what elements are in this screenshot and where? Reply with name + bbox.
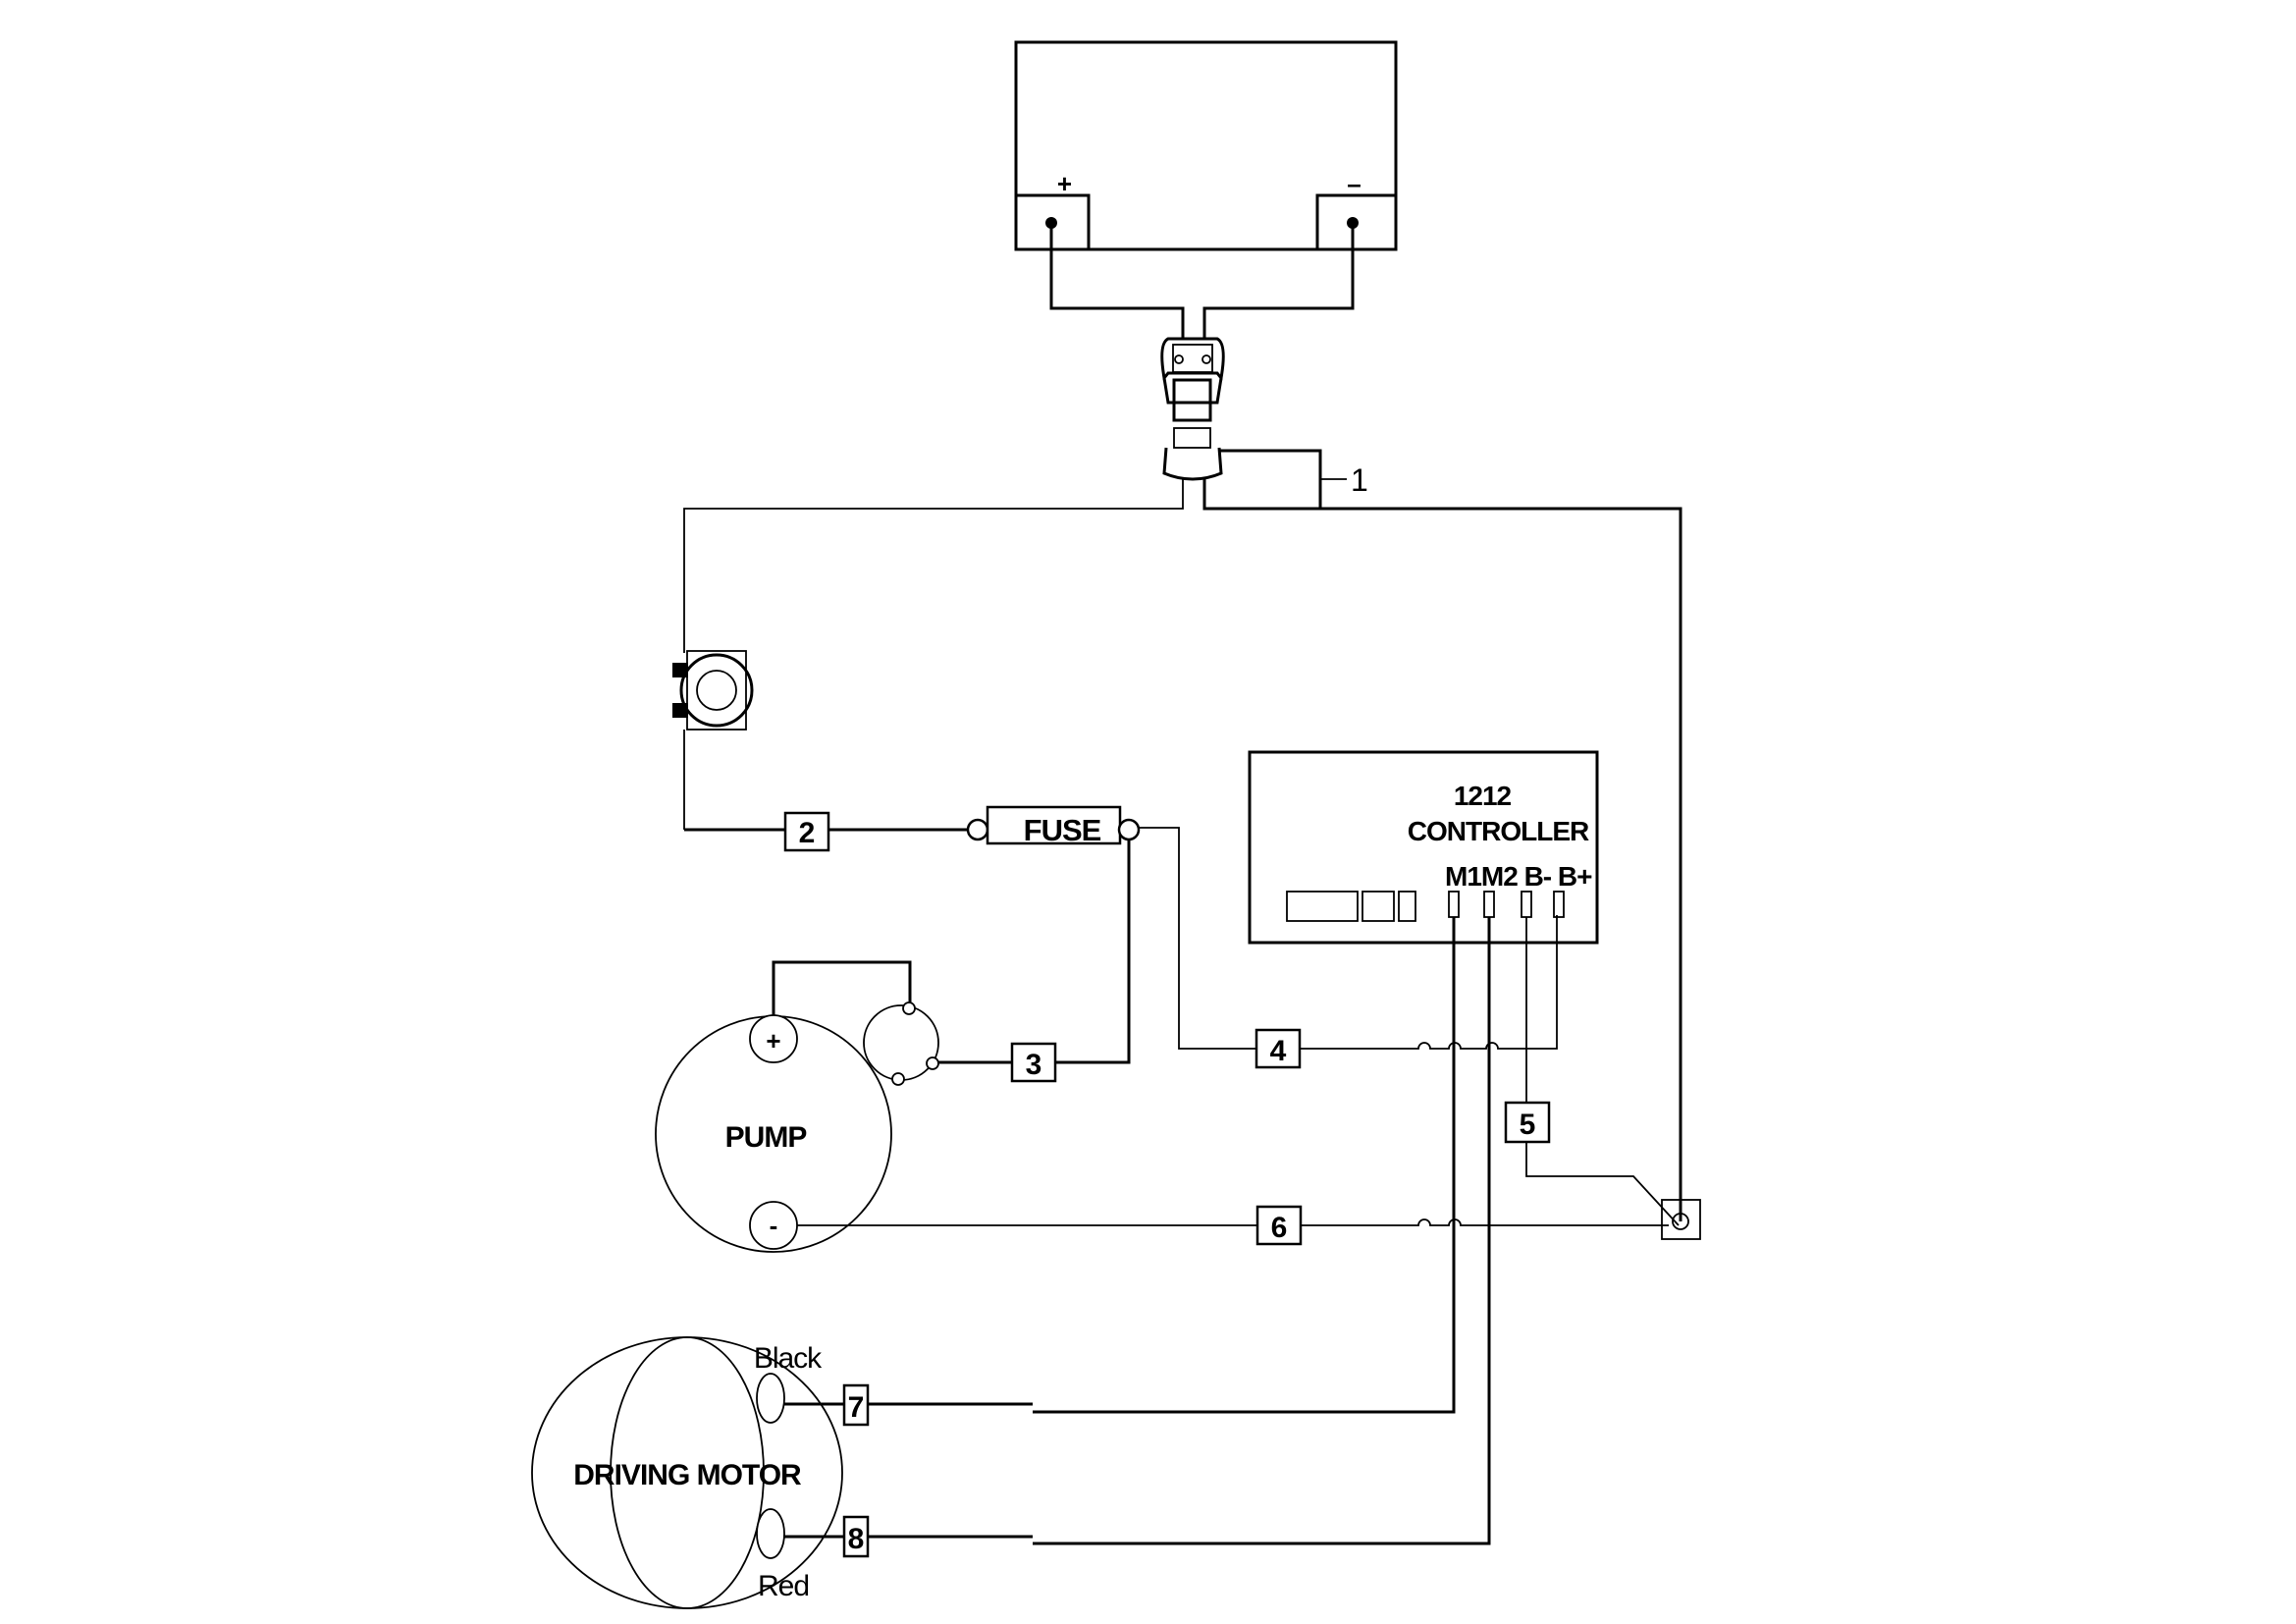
ground-stud-bolt-icon [1672,1213,1689,1230]
wire-box-2 [783,811,830,852]
battery-connector-icon [1160,337,1225,481]
pump-positive-terminal [749,1014,798,1063]
wire-label-4: 4 [1270,1035,1287,1067]
pump-solenoid-icon [863,1001,939,1086]
wire-label-6: 6 [1271,1212,1288,1244]
wire-box-5 [1504,1101,1551,1144]
wire-label-7: 7 [848,1391,865,1424]
motor-terminal-red [756,1508,785,1559]
wire-label-5: 5 [1520,1109,1536,1141]
battery-negative-label: – [1347,169,1361,198]
fuse-label: FUSE [1024,813,1101,847]
wire-box-8 [842,1515,870,1558]
wire-label-1: 1 [1351,462,1368,498]
driving-motor: DRIVING MOTOR Black Red [531,1336,843,1609]
pump-negative-label: - [770,1211,778,1240]
pump-motor: + - PUMP [655,1014,892,1253]
driving-motor-label: DRIVING MOTOR [573,1459,802,1491]
controller-port [1286,891,1359,922]
controller-model: 1212 [1454,781,1512,811]
key-switch-icon [672,650,754,731]
wire-to-ground-stud [1202,479,1682,1221]
pump-positive-label: + [766,1026,780,1056]
terminal-m2 [1483,891,1495,918]
controller-terminal-labels: M1M2 B- B+ [1445,861,1592,892]
motor-terminal-black [756,1373,785,1424]
wire-to-key-switch [683,479,1184,653]
motor-terminal-black-label: Black [754,1342,823,1375]
terminal-b-minus [1521,891,1532,918]
controller-port [1362,891,1395,922]
wire-label-3: 3 [1026,1049,1042,1081]
wire-4-to-b-plus [1300,915,1558,1050]
wire-6 [1301,1218,1669,1226]
fuse-terminal-right [1117,818,1141,841]
fuse [986,805,1122,845]
controller-port [1398,891,1416,922]
wire-battery-negative [1202,223,1355,339]
controller-name: CONTROLLER [1408,816,1589,846]
wire-label-2: 2 [799,817,816,849]
wire-box-7 [842,1383,870,1427]
terminal-b-plus [1553,891,1565,918]
pump-label: PUMP [725,1121,807,1154]
battery-negative-terminal [1315,193,1398,251]
battery: + – [1014,40,1398,251]
wire-m2-to-motor-red [1033,917,1491,1545]
wire-label-8: 8 [848,1523,865,1555]
motor-terminal-red-label: Red [758,1570,809,1602]
fuse-terminal-left [966,818,989,841]
wire-5-to-ground [1525,1142,1680,1226]
battery-positive-label: + [1057,169,1072,198]
ground-stud [1661,1199,1701,1240]
wire-battery-positive [1049,223,1185,339]
wire-m1-to-motor-black [1033,917,1456,1414]
terminal-m1 [1448,891,1460,918]
controller: 1212 CONTROLLER M1M2 B- B+ [1248,750,1599,945]
